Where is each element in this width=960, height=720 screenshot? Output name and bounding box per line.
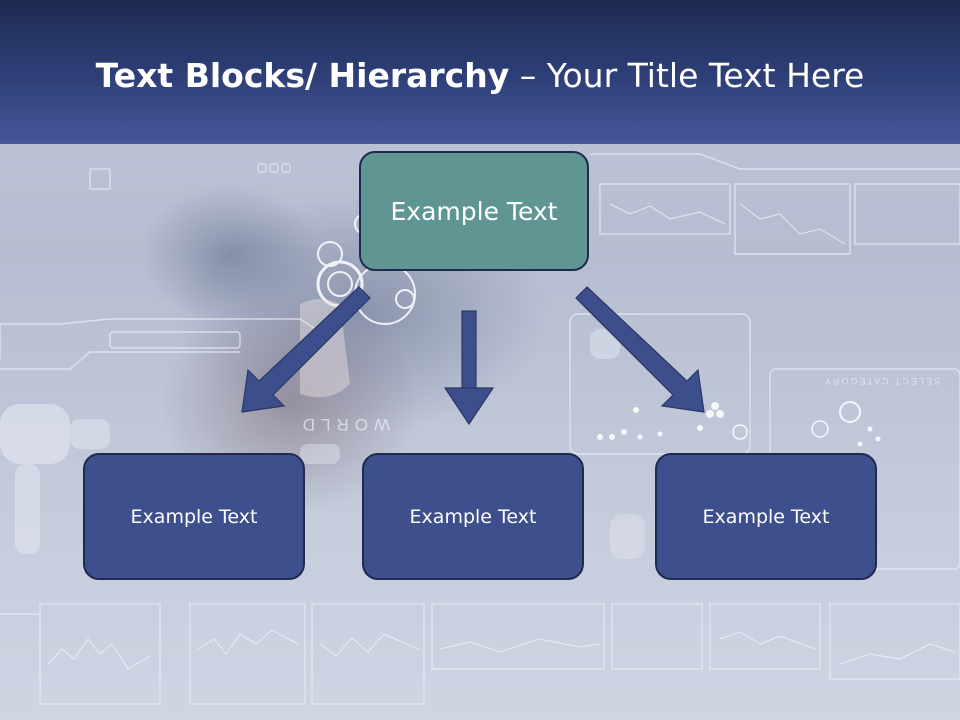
- child-node-label: Example Text: [130, 505, 258, 528]
- child-node-label: Example Text: [409, 505, 537, 528]
- child-node-3[interactable]: Example Text: [655, 453, 877, 580]
- arrow-center-head: [443, 387, 495, 426]
- slide-title: Text Blocks/ Hierarchy – Your Title Text…: [0, 50, 960, 102]
- background-word-select-category: SELECT CATEGORY: [823, 376, 940, 386]
- background-word-world: WORLD: [297, 415, 390, 434]
- child-node-label: Example Text: [702, 505, 830, 528]
- root-node[interactable]: Example Text: [359, 151, 589, 271]
- arrow-left: [241, 286, 371, 413]
- title-regular-part: – Your Title Text Here: [509, 56, 865, 95]
- arrow-right: [575, 286, 705, 413]
- title-bar: [0, 0, 960, 144]
- title-bold-part: Text Blocks/ Hierarchy: [95, 56, 510, 95]
- root-node-label: Example Text: [390, 196, 558, 226]
- arrow-center-shaft: [461, 310, 477, 390]
- child-node-1[interactable]: Example Text: [83, 453, 305, 580]
- child-node-2[interactable]: Example Text: [362, 453, 584, 580]
